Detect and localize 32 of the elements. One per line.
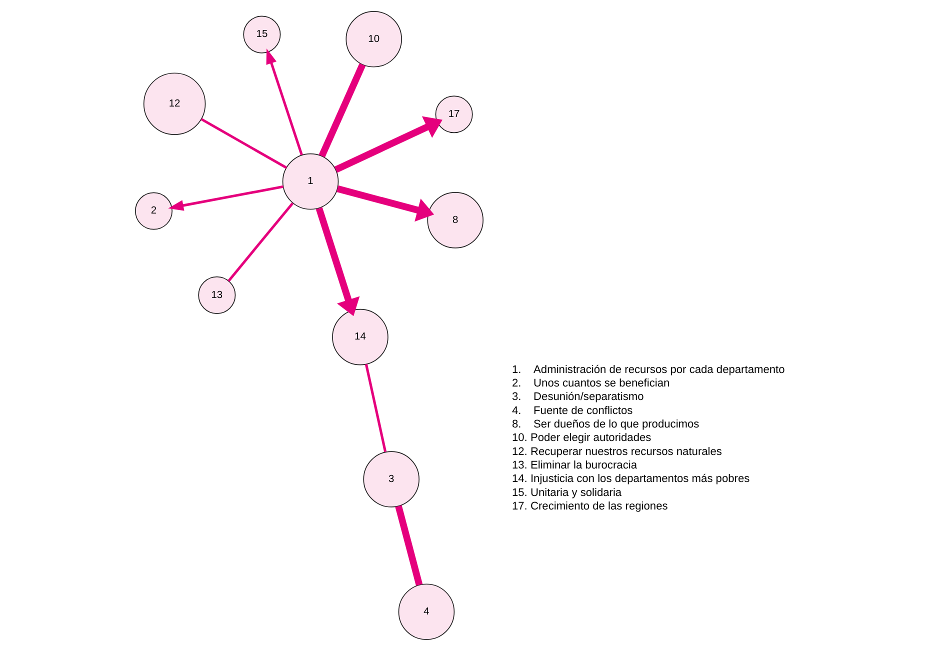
arrow — [266, 48, 303, 156]
label: 4. Fuente de conflictos — [512, 404, 633, 417]
node-circle: 10 — [346, 11, 402, 68]
connector — [395, 505, 423, 586]
node-circle: 13 — [198, 276, 236, 314]
node-circle: 2 — [134, 192, 173, 230]
connector — [228, 202, 294, 282]
label: 12. Recuperar nuestros recursos naturales — [512, 446, 722, 458]
connector — [200, 118, 288, 169]
label: 14. Injusticia con los departamentos más pobres — [512, 473, 750, 486]
connector — [318, 63, 366, 158]
node-circle: 1 — [282, 153, 339, 210]
label: 13. Eliminar la burocracia — [512, 459, 637, 472]
label: 3. Desunión/separatismo — [512, 391, 644, 404]
connector — [364, 364, 387, 452]
node-circle: 12 — [143, 72, 206, 135]
node-circle: 17 — [435, 96, 473, 134]
node-circle: 14 — [332, 308, 388, 366]
label: 10. Poder elegir autoridades — [512, 432, 652, 444]
label: 17. Crecimiento de las regiones — [512, 500, 668, 512]
arrow — [336, 185, 434, 222]
node-circle: 15 — [243, 16, 281, 54]
node-circle: 3 — [363, 451, 420, 508]
node-circle: 4 — [398, 584, 455, 640]
arrow — [334, 116, 442, 173]
label: 15. Unitaria y solidaria — [512, 486, 622, 499]
arrow — [168, 185, 284, 211]
label: 1. Administración de recursos por cada departamento — [512, 364, 785, 376]
label: 2. Unos cuantos se benefician — [512, 378, 670, 390]
node-circle: 8 — [427, 192, 484, 248]
label: 8. Ser dueños de lo que producimos — [512, 418, 700, 431]
arrow — [316, 207, 360, 316]
